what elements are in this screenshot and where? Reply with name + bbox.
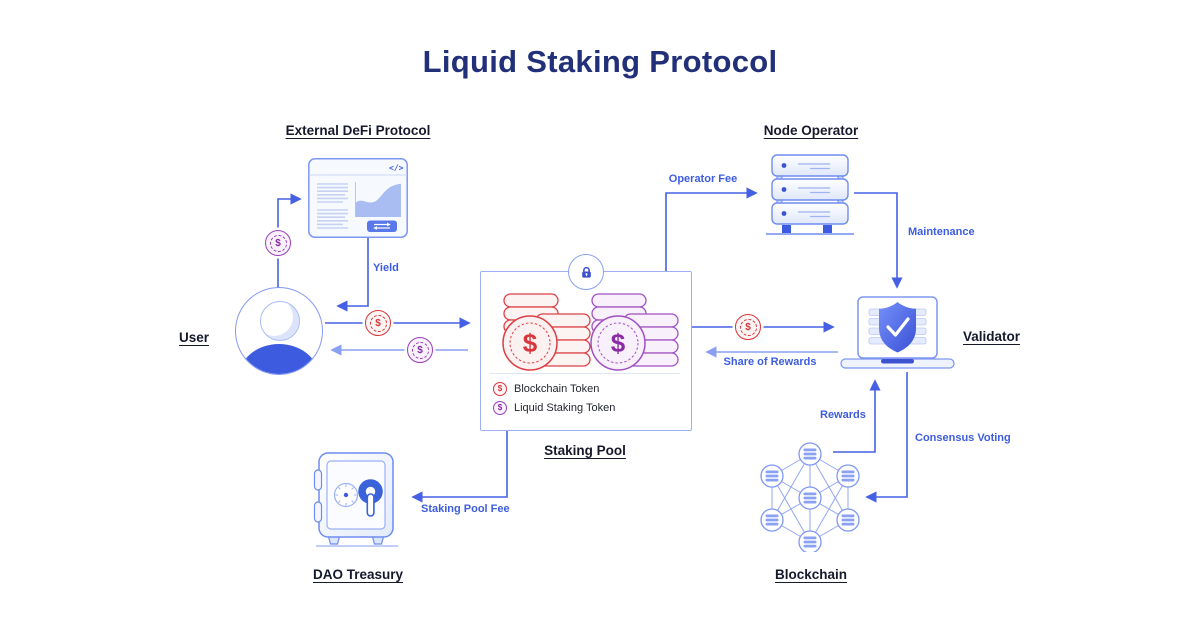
server-leds-icon xyxy=(781,163,787,216)
flow-label-operator-fee: Operator Fee xyxy=(668,173,738,185)
coin-symbol: $ xyxy=(369,314,387,332)
browser-window-icon: </> xyxy=(308,158,408,238)
flow-label-rewards: Rewards xyxy=(820,409,866,421)
legend-item-blockchain-token: $ Blockchain Token xyxy=(493,381,599,396)
purple-coin-icon: $ xyxy=(265,230,291,256)
legend-label: Liquid Staking Token xyxy=(514,401,616,414)
network-nodes-icon xyxy=(760,442,860,552)
purple-coin-icon: $ xyxy=(493,400,507,415)
entity-label-user: User xyxy=(178,330,210,345)
entity-label-blockchain: Blockchain xyxy=(774,567,848,582)
svg-text:$: $ xyxy=(523,328,538,358)
flow-arrow-maintenance xyxy=(854,192,903,289)
flow-arrow-staking-pool-fee xyxy=(411,430,508,503)
avatar-body xyxy=(240,344,318,374)
purple-coin-icon: $ xyxy=(407,337,433,363)
avatar-head xyxy=(260,301,300,341)
lock-icon xyxy=(581,266,591,278)
lock-badge xyxy=(568,254,604,290)
flow-arrow-user-to-defi xyxy=(277,193,302,288)
blockchain-token-stack-icon: $ xyxy=(502,293,591,371)
safe-vault-icon xyxy=(313,452,398,547)
red-coin-icon: $ xyxy=(365,310,391,336)
entity-label-validator: Validator xyxy=(963,329,1021,344)
laptop-shield-icon xyxy=(840,296,955,369)
swap-button-icon xyxy=(367,220,397,232)
server-stack-icon xyxy=(766,154,854,235)
flow-arrow-consensus-voting xyxy=(865,372,908,503)
page-title: Liquid Staking Protocol xyxy=(422,44,778,79)
flow-label-maintenance: Maintenance xyxy=(908,226,975,238)
coin-symbol: $ xyxy=(269,234,287,252)
legend-label: Blockchain Token xyxy=(514,382,600,395)
dial-icon xyxy=(333,482,359,508)
shield-check-icon xyxy=(879,302,916,353)
entity-label-staking-pool: Staking Pool xyxy=(544,443,626,458)
code-icon: </> xyxy=(389,164,404,173)
legend-item-liquid-staking-token: $ Liquid Staking Token xyxy=(493,400,615,415)
liquid-staking-token-stack-icon: $ xyxy=(590,293,679,371)
flow-label-consensus-voting: Consensus Voting xyxy=(915,432,1011,444)
flow-arrow-operator-fee xyxy=(665,187,758,271)
flow-arrow-yield xyxy=(336,236,369,312)
flow-label-share-of-rewards: Share of Rewards xyxy=(723,356,817,368)
red-coin-icon: $ xyxy=(735,314,761,340)
pool-legend-divider xyxy=(490,373,680,374)
coin-symbol: $ xyxy=(411,341,429,359)
flow-label-yield: Yield xyxy=(373,262,399,274)
network-node xyxy=(760,442,860,552)
entity-label-external-defi: External DeFi Protocol xyxy=(285,123,431,138)
entity-label-dao-treasury: DAO Treasury xyxy=(312,567,404,582)
coin-symbol: $ xyxy=(739,318,757,336)
area-chart-icon xyxy=(355,182,401,217)
entity-label-node-operator: Node Operator xyxy=(763,123,859,138)
text-lines-icon xyxy=(317,183,348,229)
keyhole-icon xyxy=(358,479,383,517)
flow-label-staking-pool-fee: Staking Pool Fee xyxy=(421,503,510,515)
red-coin-icon: $ xyxy=(493,381,507,396)
svg-text:$: $ xyxy=(611,328,626,358)
user-avatar-icon xyxy=(235,287,323,375)
flow-arrow-rewards xyxy=(833,379,881,453)
